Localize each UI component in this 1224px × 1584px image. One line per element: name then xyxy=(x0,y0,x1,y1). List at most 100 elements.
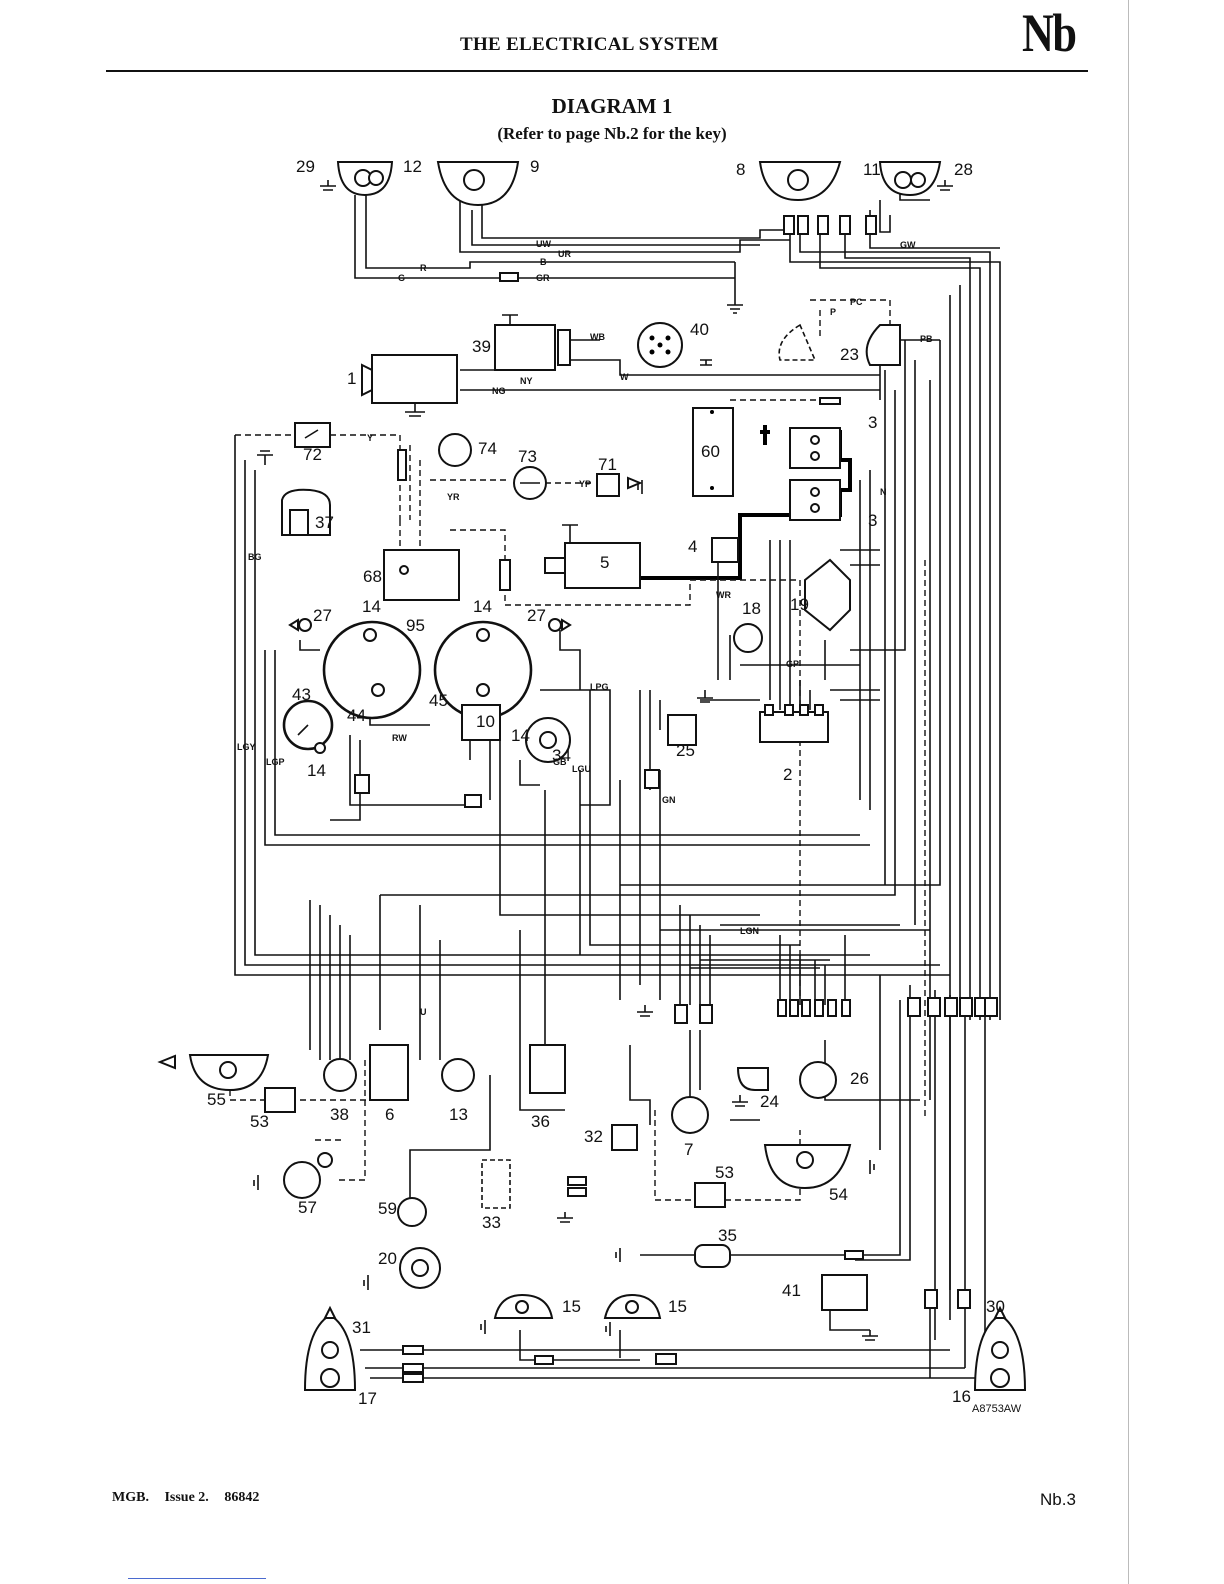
component-number-9: 9 xyxy=(530,157,539,176)
wire-code-bg: BG xyxy=(248,552,262,562)
component-number-20: 20 xyxy=(378,1249,397,1268)
headlamp-right xyxy=(878,161,953,197)
component-number-25: 25 xyxy=(676,741,695,760)
component-number-6: 6 xyxy=(385,1105,394,1124)
component-number-53: 53 xyxy=(250,1112,269,1131)
headlamp-left xyxy=(320,161,394,197)
instrument-left xyxy=(322,620,422,720)
component-number-4: 4 xyxy=(688,537,697,556)
footer-model: MGB. xyxy=(112,1490,149,1505)
wire-code-ur: UR xyxy=(558,249,571,259)
component-number-54: 54 xyxy=(829,1185,848,1204)
component-32 xyxy=(611,1124,638,1151)
footer-left: MGB. Issue 2. 86842 xyxy=(112,1490,271,1506)
component-number-55: 55 xyxy=(207,1090,226,1109)
wire-code-u: U xyxy=(420,1007,427,1017)
component-number-27: 27 xyxy=(313,606,332,625)
wire-code-lpg: LPG xyxy=(590,682,609,692)
horns xyxy=(778,323,901,366)
component-38 xyxy=(323,1058,357,1092)
wire-code-ng: NG xyxy=(492,386,506,396)
distributor xyxy=(637,322,683,368)
control-box xyxy=(361,354,458,417)
component-number-74: 74 xyxy=(478,439,497,458)
batteries xyxy=(763,425,841,521)
component-number-71: 71 xyxy=(598,455,617,474)
component-57 xyxy=(283,1152,333,1199)
section-tag: Nb xyxy=(1022,3,1077,63)
component-number-14: 14 xyxy=(473,597,492,616)
component-35 xyxy=(694,1244,864,1268)
component-59 xyxy=(397,1197,427,1227)
component-37 xyxy=(281,488,331,536)
component-number-19: 19 xyxy=(790,595,809,614)
component-number-44: 44 xyxy=(347,706,366,725)
wire-code-yp: YP xyxy=(579,479,591,489)
component-41 xyxy=(821,1274,868,1311)
component-number-39: 39 xyxy=(472,337,491,356)
component-number-15: 15 xyxy=(562,1297,581,1316)
component-number-68: 68 xyxy=(363,567,382,586)
starter-solenoid xyxy=(711,537,739,563)
component-71 xyxy=(596,473,643,497)
rear-connectors xyxy=(354,397,998,1383)
diagram-title: DIAGRAM 1 xyxy=(551,94,673,118)
wire-code-r: R xyxy=(420,263,427,273)
wire-code-gw: GW xyxy=(900,240,916,250)
component-25 xyxy=(667,714,697,746)
wire-code-ny: NY xyxy=(520,376,533,386)
headlamp-8 xyxy=(758,161,842,202)
wire-code-lgn: LGN xyxy=(740,926,759,936)
component-19 xyxy=(804,558,851,632)
wire-code-y: Y xyxy=(367,433,373,443)
header-rule xyxy=(106,70,1088,72)
component-number-34: 34 xyxy=(552,746,571,765)
component-34 xyxy=(525,717,571,763)
lamp-55 xyxy=(157,1054,270,1092)
drawing-reference: A8753AW xyxy=(972,1403,1022,1415)
component-number-15: 15 xyxy=(668,1297,687,1316)
wire-code-pb: PB xyxy=(920,334,933,344)
components xyxy=(157,161,1027,1391)
starter-motor xyxy=(544,524,641,589)
component-number-30: 30 xyxy=(986,1297,1005,1316)
switch-53-right xyxy=(694,1182,726,1208)
wire-code-w: W xyxy=(620,372,629,382)
rear-lamp-right xyxy=(973,1305,1027,1391)
horn-relay xyxy=(494,314,571,371)
component-number-5: 5 xyxy=(600,553,609,572)
component-24 xyxy=(736,1067,769,1091)
wire-code-g: G xyxy=(398,273,405,283)
wire-code-p: P xyxy=(830,307,836,317)
component-number-43: 43 xyxy=(292,685,311,704)
headlamp-9 xyxy=(436,161,520,207)
component-number-10: 10 xyxy=(476,712,495,731)
component-7 xyxy=(671,1096,709,1134)
panel-lamps xyxy=(288,618,572,632)
component-number-1: 1 xyxy=(347,369,356,388)
control-box-2 xyxy=(759,704,829,743)
page-edge-line xyxy=(1128,0,1129,1584)
wire-code-n: N xyxy=(880,487,887,497)
component-18 xyxy=(733,623,763,653)
component-36 xyxy=(529,1044,566,1094)
component-number-16: 16 xyxy=(952,1387,971,1406)
instrument-right xyxy=(433,620,533,741)
fuse-box xyxy=(369,1044,409,1101)
component-number-33: 33 xyxy=(482,1213,501,1232)
lamp-54 xyxy=(763,1144,852,1190)
component-number-14: 14 xyxy=(307,761,326,780)
component-number-28: 28 xyxy=(954,160,973,179)
component-number-26: 26 xyxy=(850,1069,869,1088)
component-number-2: 2 xyxy=(783,765,792,784)
wire-code-lgy: LGY xyxy=(237,742,256,752)
wire-code-gn: GN xyxy=(662,795,676,805)
lamp-15-right xyxy=(603,1293,662,1319)
component-number-11: 11 xyxy=(863,160,881,179)
component-number-36: 36 xyxy=(531,1112,550,1131)
component-number-12: 12 xyxy=(403,157,422,176)
component-number-27: 27 xyxy=(527,606,546,625)
component-60 xyxy=(692,407,734,497)
wire-harness xyxy=(229,185,1001,1379)
